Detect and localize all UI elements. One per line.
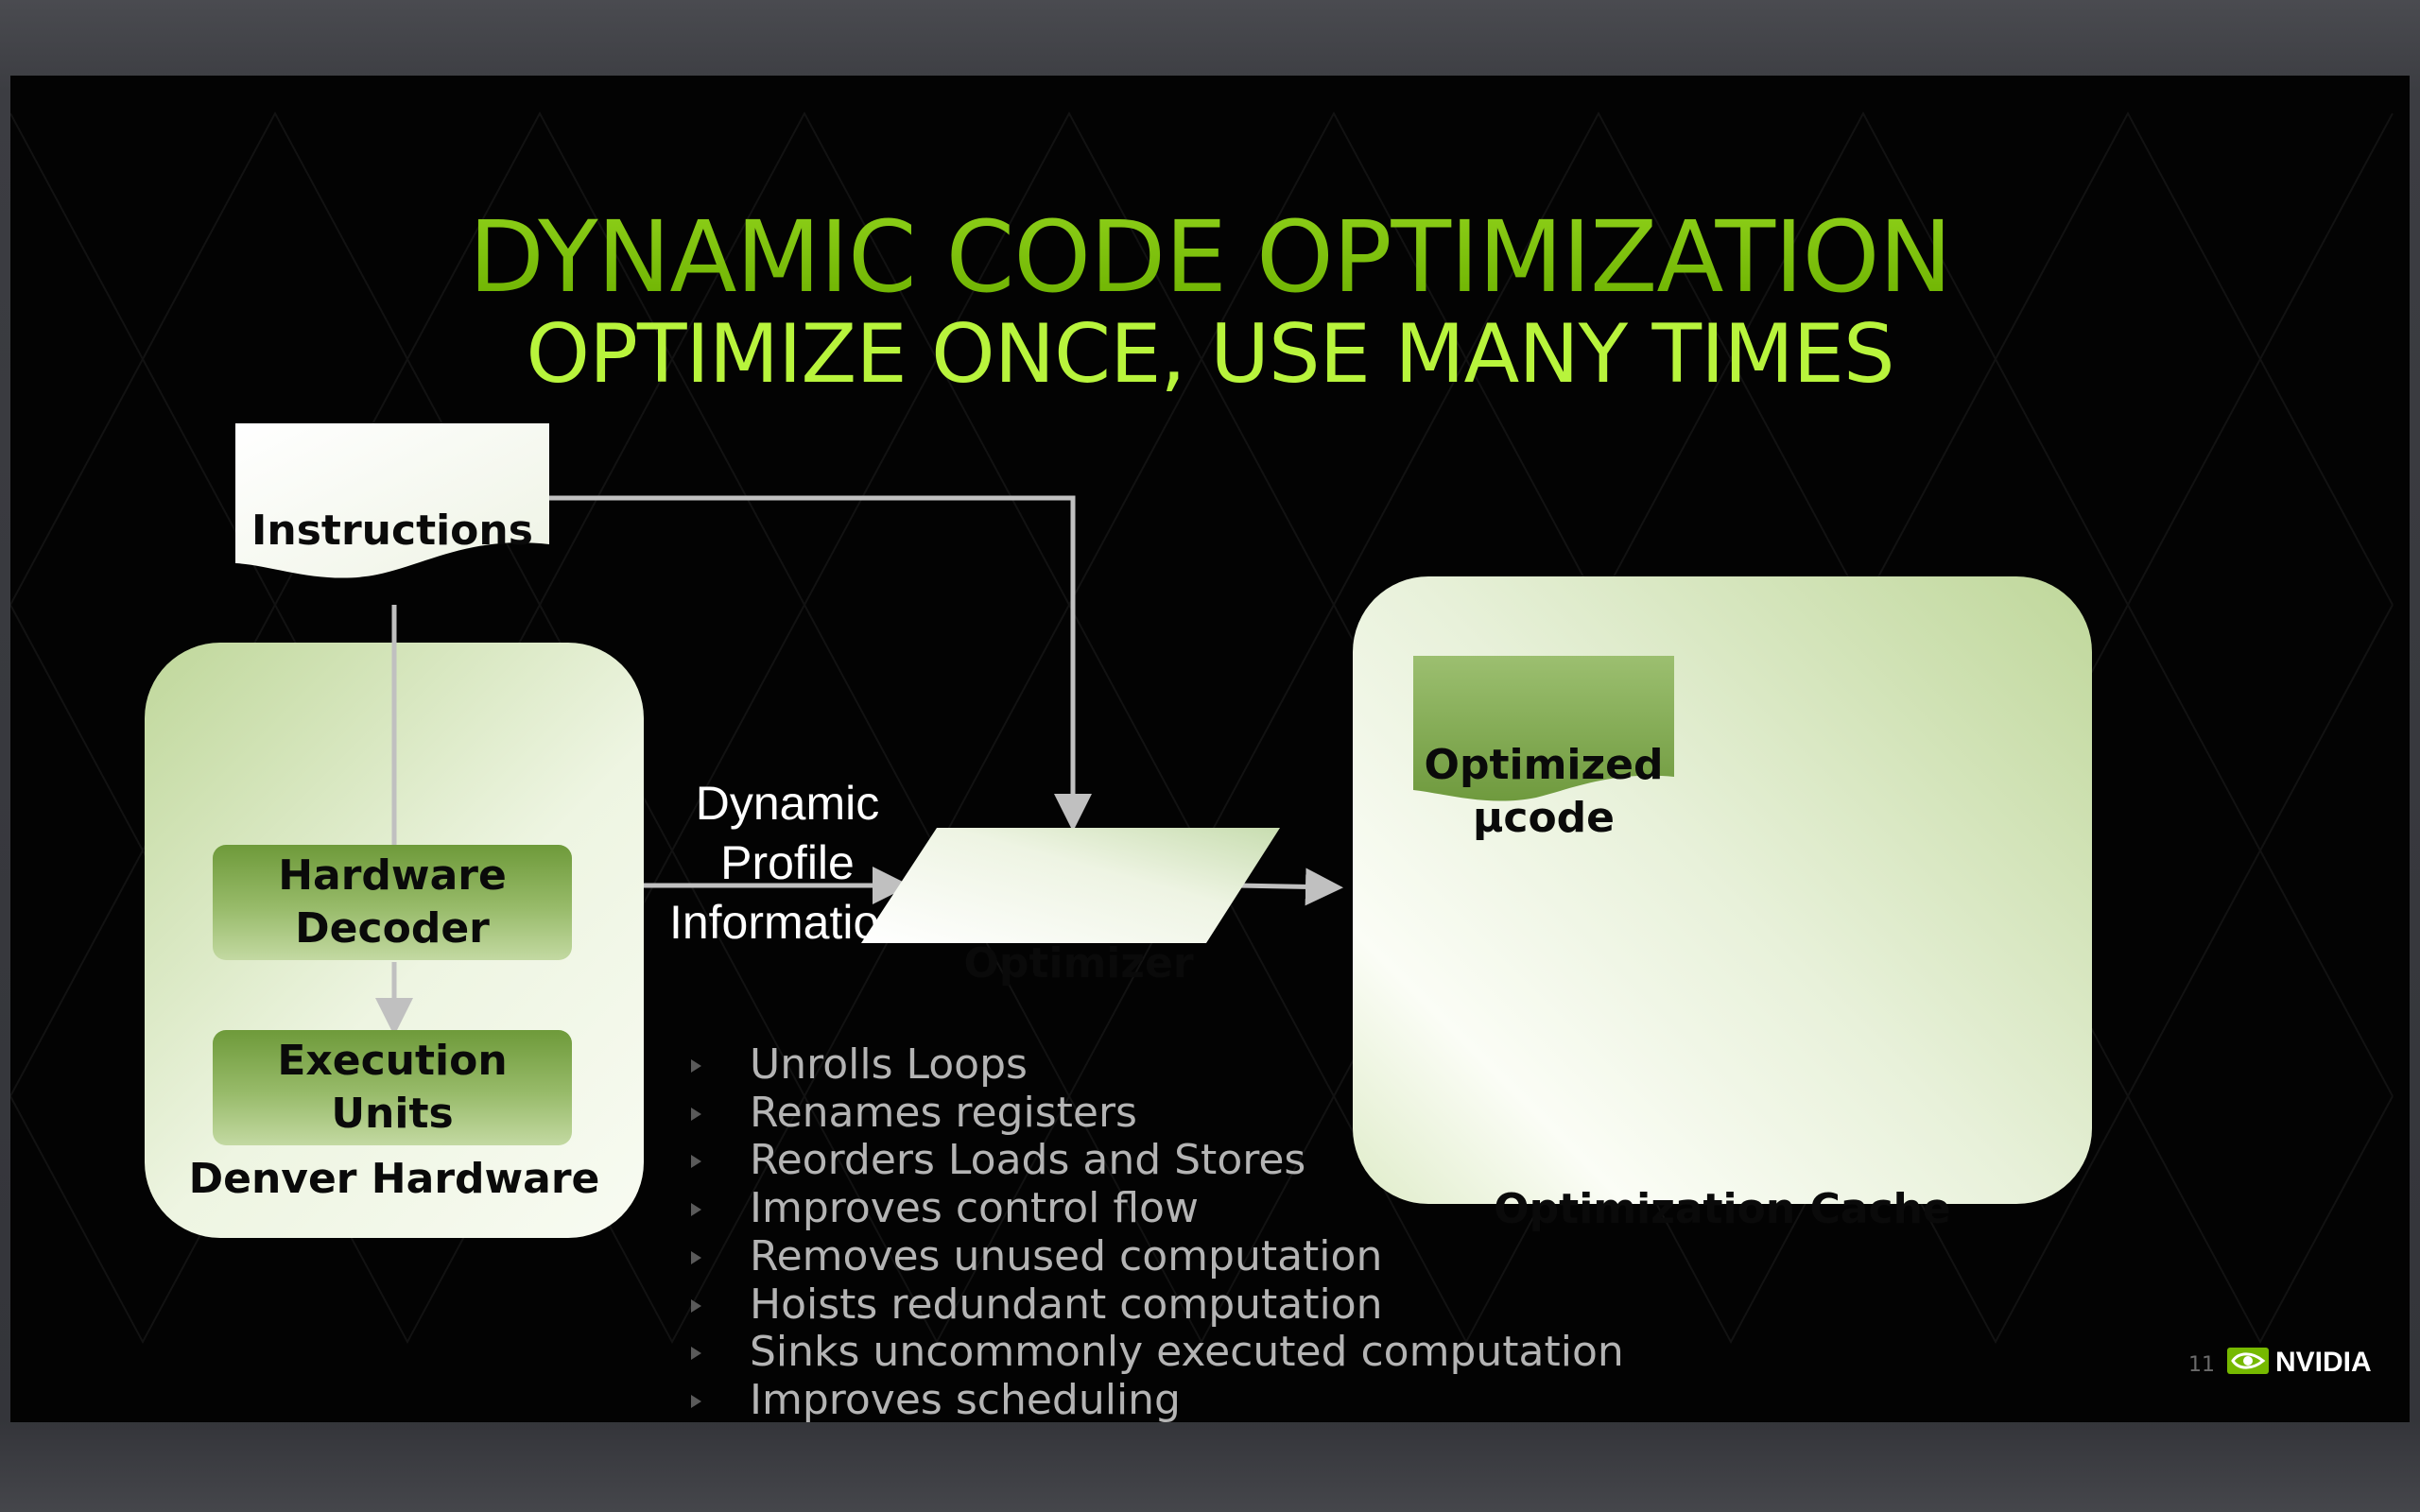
- slide: DYNAMIC CODE OPTIMIZATION OPTIMIZE ONCE,…: [10, 76, 2410, 1422]
- triangle-bullet-icon: [691, 1155, 701, 1169]
- list-item: Renames registers: [691, 1089, 1624, 1138]
- hardware-decoder-block: Hardware Decoder: [213, 845, 572, 960]
- instructions-document-shape: [235, 423, 549, 578]
- triangle-bullet-icon: [691, 1059, 701, 1073]
- list-item: Hoists redundant computation: [691, 1280, 1624, 1330]
- optimizer-label: Optimizer: [963, 939, 1194, 988]
- list-item: Reorders Loads and Stores: [691, 1137, 1624, 1185]
- optimization-list: Unrolls Loops Renames registers Reorders…: [691, 1040, 1624, 1422]
- list-item: Unrolls Loops: [691, 1040, 1624, 1090]
- optimization-cache-label: Optimization Cache: [1494, 1185, 1951, 1233]
- list-item: Improves control flow: [691, 1184, 1624, 1233]
- optimizer-to-cache-arrow: [1236, 868, 1343, 906]
- dynamic-profile-label: Dynamic Profile Information: [668, 777, 907, 949]
- instructions-to-optimizer-arrow: [549, 495, 1092, 832]
- optimized-ucode-label: Optimized µcode: [1424, 741, 1664, 842]
- list-item: Improves scheduling: [691, 1376, 1624, 1422]
- flow-connectors: [375, 495, 1343, 1036]
- nvidia-eye-logo-icon: [2227, 1348, 2269, 1374]
- nvidia-brand-text: NVIDIA: [2275, 1347, 2372, 1378]
- slide-title: DYNAMIC CODE OPTIMIZATION: [10, 200, 2410, 314]
- triangle-bullet-icon: [691, 1347, 701, 1361]
- list-item: Removes unused computation: [691, 1232, 1624, 1281]
- triangle-bullet-icon: [691, 1203, 701, 1217]
- denver-hardware-label: Denver Hardware: [188, 1155, 600, 1203]
- instructions-label: Instructions: [251, 507, 533, 555]
- optimizer-parallelogram-shape: [861, 828, 1280, 943]
- slide-subtitle: OPTIMIZE ONCE, USE MANY TIMES: [526, 307, 1894, 402]
- list-item: Sinks uncommonly executed computation: [691, 1328, 1624, 1377]
- page-number: 11: [2188, 1353, 2215, 1377]
- triangle-bullet-icon: [691, 1107, 701, 1121]
- execution-units-block: Execution Units: [213, 1030, 572, 1145]
- triangle-bullet-icon: [691, 1394, 701, 1408]
- optimized-ucode-document-shape: [1413, 656, 1674, 801]
- triangle-bullet-icon: [691, 1250, 701, 1264]
- triangle-bullet-icon: [691, 1298, 701, 1313]
